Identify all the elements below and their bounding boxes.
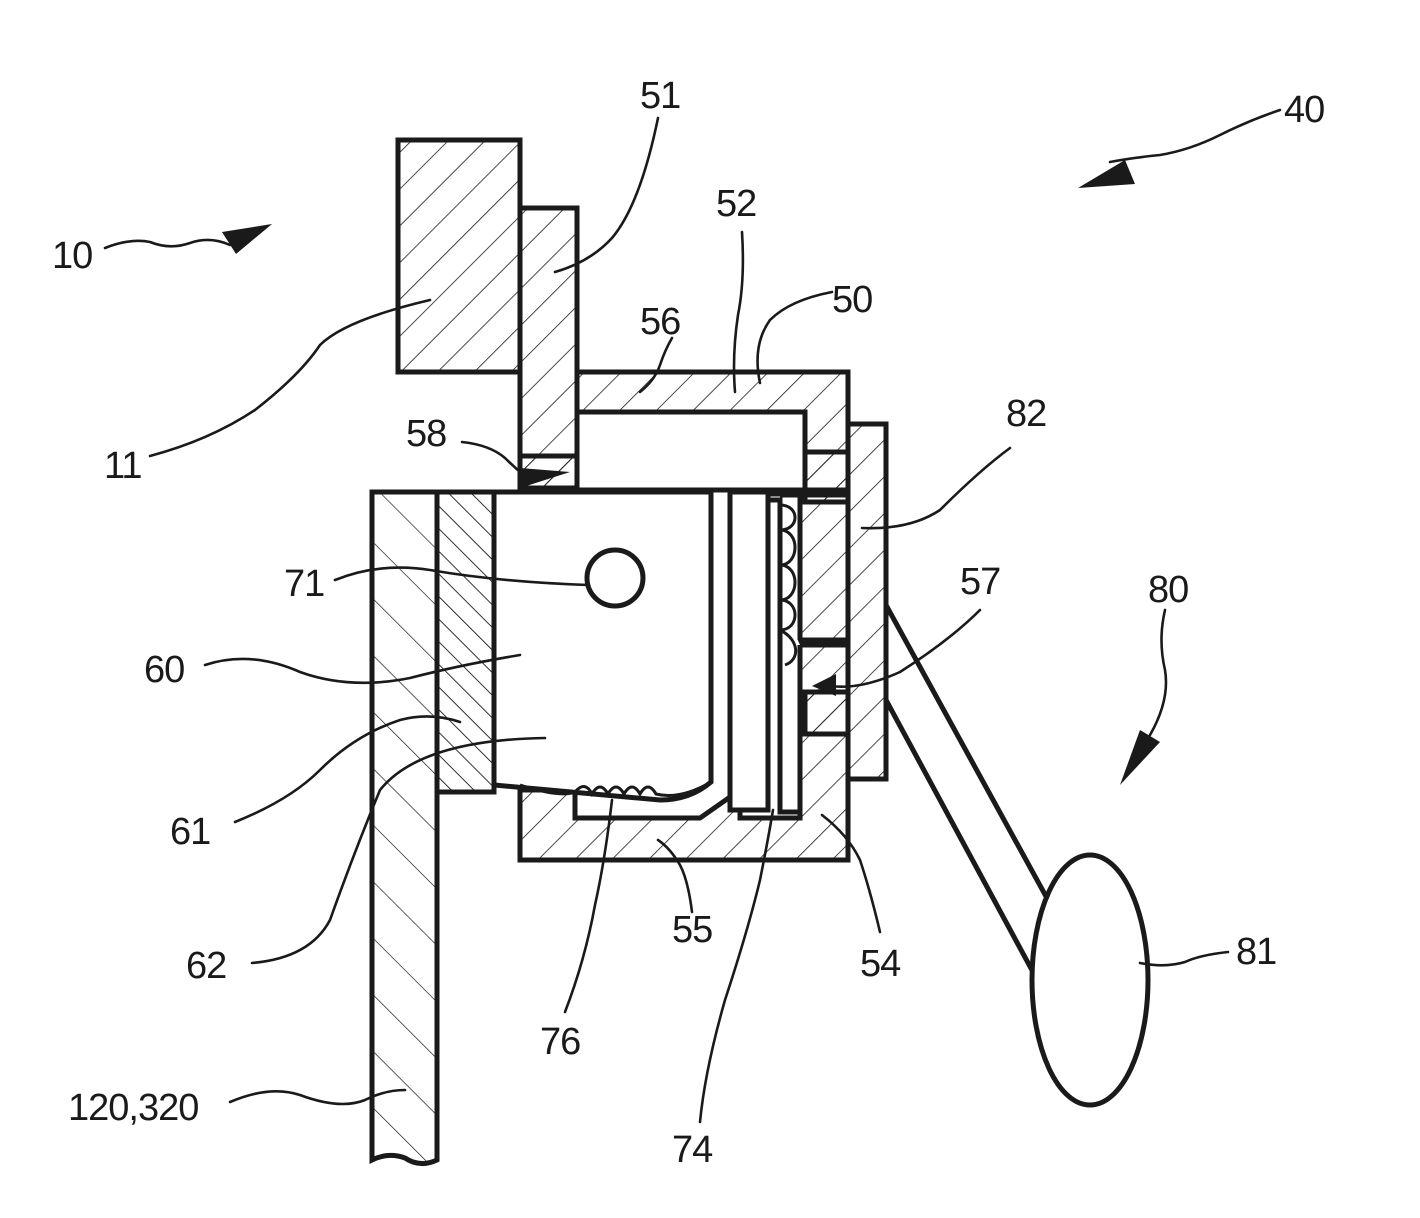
label-71: 71 [284,563,324,605]
arrow-10 [222,224,272,254]
leader-81 [1140,952,1228,965]
label-55: 55 [672,909,712,951]
label-10: 10 [52,235,92,277]
leader-11 [150,300,430,456]
part-60-slider [494,492,711,800]
label-74: 74 [672,1129,713,1171]
leader-10 [105,240,230,248]
label-76: 76 [540,1021,580,1063]
label-40: 40 [1284,89,1324,131]
arrow-40 [1078,160,1135,188]
pin-71 [587,550,643,606]
label-82: 82 [1006,393,1046,435]
part-120-320-bar [372,492,437,1164]
label-58: 58 [406,413,446,455]
knob-81 [1032,855,1148,1105]
label-120-320: 120,320 [68,1087,198,1129]
arrow-80 [1120,730,1160,785]
label-56: 56 [640,301,680,343]
label-57: 57 [960,561,1000,603]
label-81: 81 [1236,931,1276,973]
label-62: 62 [186,945,226,987]
leader-40 [1110,110,1280,162]
leader-80 [1150,610,1166,735]
label-60: 60 [144,649,184,691]
lever-80-arm [886,605,1048,985]
label-51: 51 [640,75,680,117]
label-52: 52 [716,183,756,225]
leader-58 [462,442,525,476]
label-11: 11 [104,445,141,487]
label-54: 54 [860,943,901,985]
leader-50 [758,292,832,383]
part-51-bracket [520,208,577,488]
label-80: 80 [1148,569,1188,611]
part-11-block [398,140,520,372]
label-61: 61 [170,811,210,853]
part-82-plate [848,424,886,779]
leader-52 [734,232,743,392]
label-50: 50 [832,279,872,321]
